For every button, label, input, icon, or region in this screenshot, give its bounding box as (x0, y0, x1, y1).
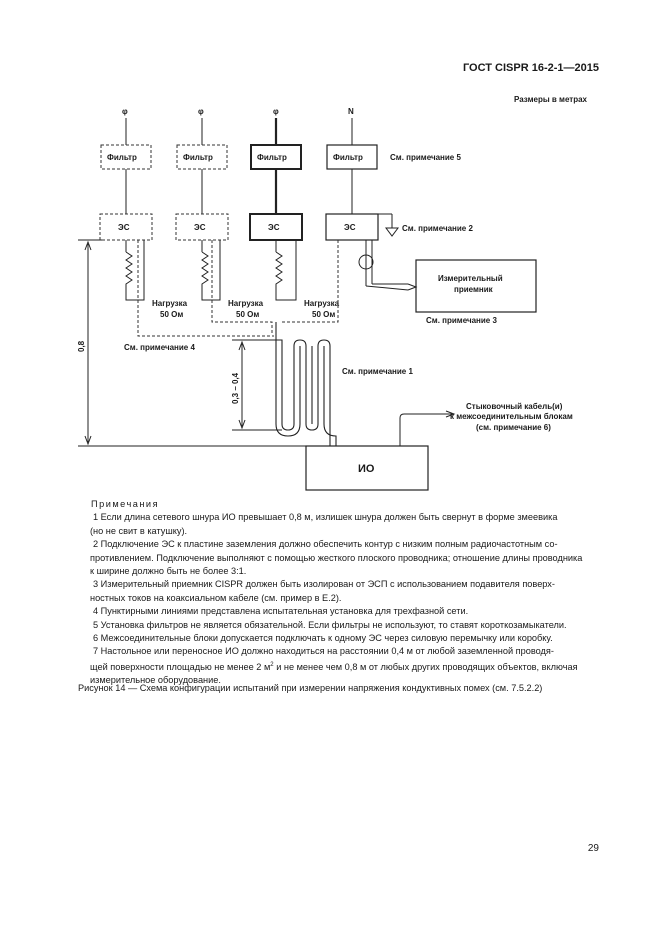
note-7b-post: и не менее чем 0,8 м от любых других про… (273, 661, 578, 672)
phase-symbol-3: φ (273, 107, 279, 116)
lisn-label-4: ЭС (344, 223, 356, 232)
note-7a: 7 Настольное или переносное ИО должно на… (93, 646, 554, 657)
receiver-label-2: приемник (454, 285, 494, 294)
notes-heading: Примечания (91, 499, 160, 509)
filter-label-3: Фильтр (257, 153, 287, 162)
filter-label-1: Фильтр (107, 153, 137, 162)
note-7b: щей поверхности площадью не менее 2 м2 и… (90, 659, 601, 674)
lisn-label-2: ЭС (194, 223, 206, 232)
note-2c: к ширине должно быть не более 3:1. (90, 566, 247, 577)
dimension-0304 (232, 339, 282, 431)
filters: Фильтр Фильтр Фильтр Фильтр См. примечан… (100, 144, 461, 170)
eut-box (305, 445, 429, 491)
lisn-label-1: ЭС (118, 223, 130, 232)
measuring-receiver (415, 259, 537, 313)
filter-note: См. примечание 5 (390, 153, 461, 162)
note-3a: 3 Измерительный приемник CISPR должен бы… (93, 579, 555, 590)
cable-label-3: (см. примечание 6) (476, 423, 551, 432)
note-7b-sup: 2 (270, 661, 274, 668)
lisn-note: См. примечание 2 (402, 224, 473, 233)
note-4: 4 Пунктирными линиями представлена испыт… (93, 606, 469, 617)
note-1b: (но не свит в катушку). (90, 525, 188, 536)
lisn-units: ЭС ЭС ЭС ЭС См. примечание 2 (99, 213, 473, 241)
cable-label-2: к межсоединительным блокам (450, 412, 573, 421)
notes-block: Примечания 1 Если длина сетевого шнура И… (90, 498, 601, 688)
power-cord-serpentine (275, 322, 331, 448)
neutral-symbol: N (348, 107, 354, 116)
load-2-line2: 50 Ом (236, 310, 259, 319)
ground-icon (385, 227, 399, 237)
test-setup-diagram: φ φ φ N Фильтр Фильтр Фильтр Фильтр См. … (77, 107, 573, 491)
filter-box-1 (100, 144, 152, 170)
phase-symbol-1: φ (122, 107, 128, 116)
note-5: 5 Установка фильтров не является обязате… (93, 619, 567, 630)
dimensions-note: Размеры в метрах (514, 95, 587, 104)
mains-inputs: φ φ φ N (122, 107, 354, 145)
interconnection-cable (399, 410, 456, 446)
load-1-line2: 50 Ом (160, 310, 183, 319)
dimension-08 (78, 239, 306, 447)
loads: Нагрузка 50 Ом Нагрузка 50 Ом Нагрузка 5… (125, 240, 340, 319)
three-phase-dashed-lines (137, 240, 339, 337)
eut-label: ИО (358, 463, 375, 475)
load-3-line1: Нагрузка (304, 299, 340, 308)
note-6: 6 Межсоединительные блоки допускается по… (93, 633, 553, 644)
load-3-line2: 50 Ом (312, 310, 335, 319)
coil-note: См. примечание 1 (342, 367, 413, 376)
note-2b: противлением. Подключение выполняют с по… (90, 552, 583, 563)
note-3b: ностных токов на коаксиальном кабеле (см… (90, 592, 342, 603)
cable-label-1: Стыковочный кабель(и) (466, 402, 563, 411)
page-number: 29 (587, 843, 599, 854)
load-2-line1: Нагрузка (228, 299, 264, 308)
dimension-08-label: 0,8 (77, 340, 86, 352)
dimension-0304-label: 0,3 – 0,4 (231, 372, 240, 404)
note-7c: измерительное оборудование. (90, 675, 221, 686)
note-2a: 2 Подключение ЭС к пластине заземления д… (93, 539, 558, 550)
filter-label-4: Фильтр (333, 153, 363, 162)
load-1-line1: Нагрузка (152, 299, 188, 308)
dashed-note: См. примечание 4 (124, 343, 195, 352)
receiver-label-1: Измерительный (438, 274, 503, 283)
note-1a: 1 Если длина сетевого шнура ИО превышает… (93, 512, 558, 523)
receiver-connection: Измерительный приемник См. примечание 3 (358, 240, 537, 325)
note-7b-pre: щей поверхности площадью не менее 2 м (90, 661, 271, 672)
figure-caption: Рисунок 14 — Схема конфигурации испытани… (78, 683, 543, 693)
lisn-label-3: ЭС (268, 223, 280, 232)
standard-header: ГОСТ CISPR 16-2-1—2015 (462, 62, 599, 74)
filter-label-2: Фильтр (183, 153, 213, 162)
receiver-note: См. примечание 3 (426, 316, 497, 325)
phase-symbol-2: φ (198, 107, 204, 116)
filter-box-4 (326, 144, 378, 170)
filter-box-2 (176, 144, 228, 170)
